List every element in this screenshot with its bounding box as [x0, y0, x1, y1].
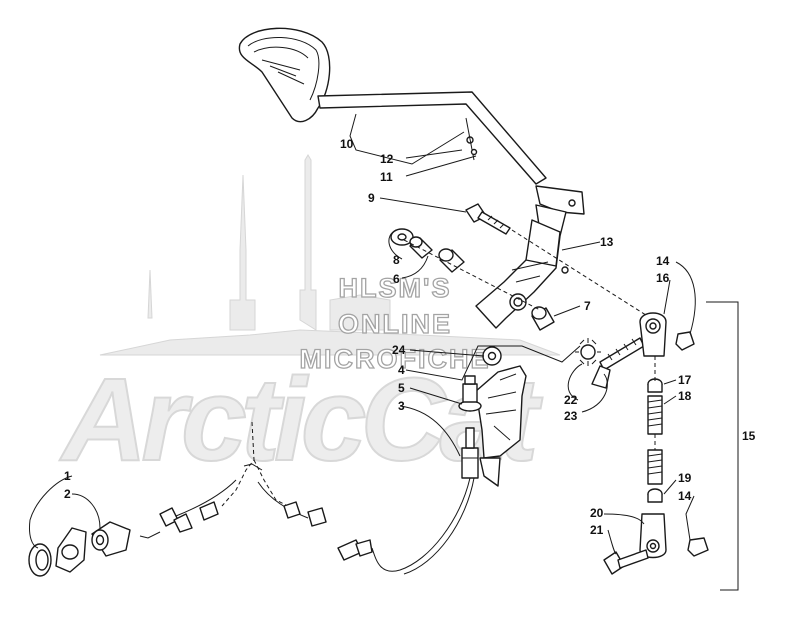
callout-11: 11	[380, 170, 393, 184]
callout-23: 23	[564, 409, 578, 423]
callout-21: 21	[590, 523, 604, 537]
callout-16: 16	[656, 271, 670, 285]
callout-14-upper: 14	[656, 254, 670, 268]
watermark-line-1: HLSM'S	[339, 273, 452, 303]
watermark-line-3: MICROFICHE	[300, 344, 491, 374]
callout-1: 1	[64, 469, 71, 483]
callout-6: 6	[393, 272, 400, 286]
callout-5: 5	[398, 381, 405, 395]
ignition-switch	[28, 521, 131, 577]
pivot-bracket	[475, 204, 569, 329]
callout-7: 7	[584, 299, 591, 313]
callout-numbers: 10 12 11 9 8 6 13 14 16 7 24 4 5 3 22 23…	[64, 137, 756, 537]
wire-harness	[139, 421, 475, 575]
callout-3: 3	[398, 399, 405, 413]
callout-22: 22	[564, 393, 578, 407]
bushing-set	[390, 203, 661, 331]
callout-15: 15	[742, 429, 756, 443]
watermark-line-2: ONLINE	[338, 309, 452, 339]
callout-14-lower: 14	[678, 489, 692, 503]
callout-13: 13	[600, 235, 614, 249]
callout-4: 4	[398, 363, 405, 377]
callout-24: 24	[392, 343, 406, 357]
rod-linkage	[603, 301, 739, 591]
callout-17: 17	[678, 373, 692, 387]
watermark-skyline	[99, 154, 561, 356]
callout-12: 12	[380, 152, 394, 166]
callout-9: 9	[368, 191, 375, 205]
callout-20: 20	[590, 506, 604, 520]
callout-8: 8	[393, 253, 400, 267]
switch-bracket	[458, 337, 645, 487]
callout-18: 18	[678, 389, 692, 403]
callout-19: 19	[678, 471, 692, 485]
callout-10: 10	[340, 137, 354, 151]
callout-leaders	[29, 113, 696, 555]
callout-2: 2	[64, 487, 71, 501]
brake-pedal	[238, 27, 585, 215]
